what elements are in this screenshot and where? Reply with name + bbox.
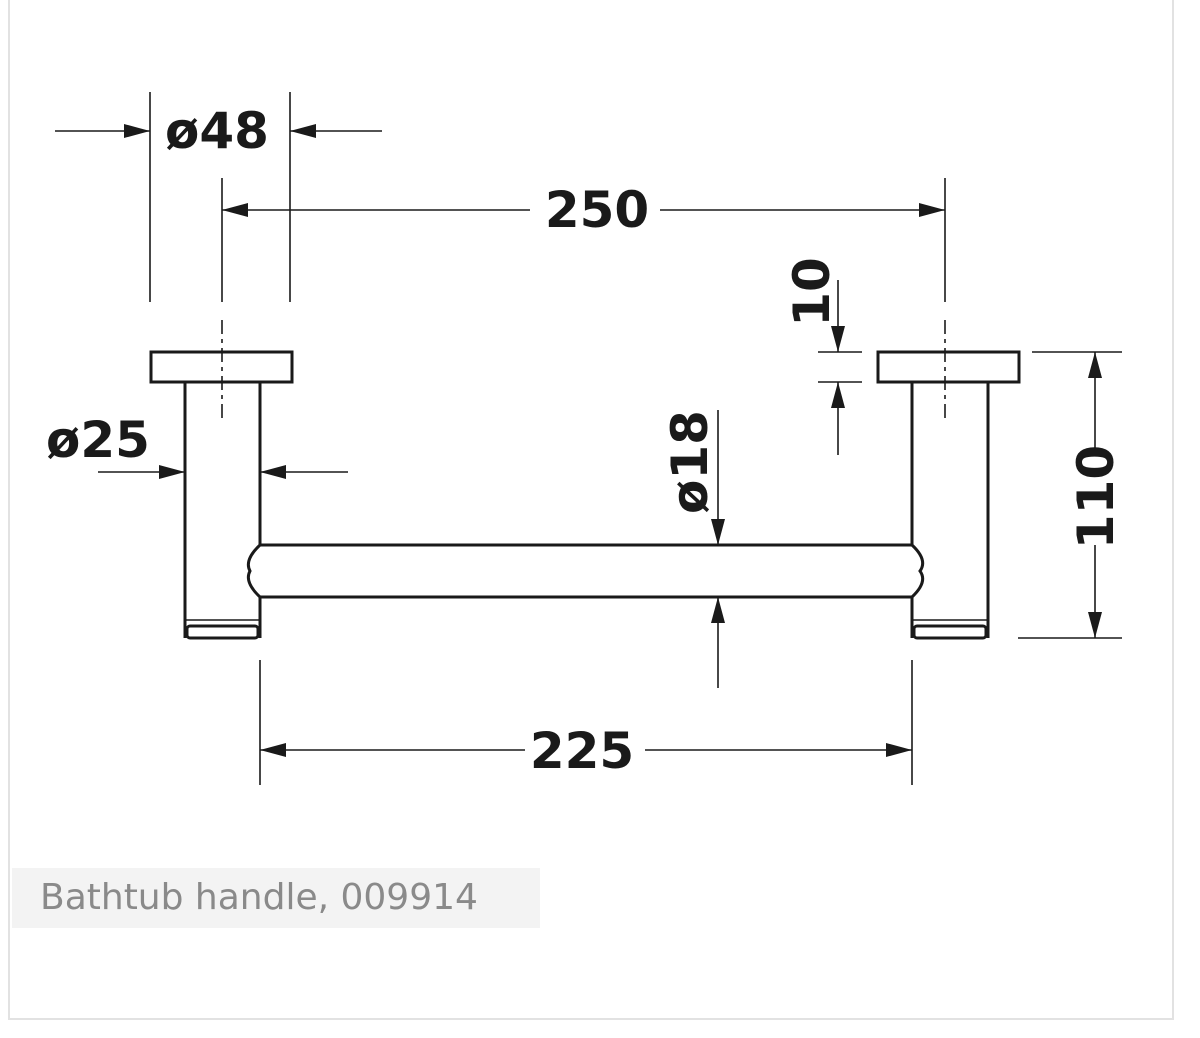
extension-lines [149,92,1122,785]
dim-cap-diameter: ø48 [165,102,269,160]
arrowheads [124,124,1102,757]
dim-depth: 110 [1067,445,1125,549]
caption: Bathtub handle, 009914 [12,868,540,928]
left-post [149,320,294,640]
dim-center-distance: 250 [545,181,649,239]
dim-cap-thickness: 10 [783,257,841,327]
dim-inner-width: 225 [530,722,634,780]
dim-post-diameter: ø25 [46,411,150,469]
handle-bar [246,543,925,599]
dim-bar-diameter: ø18 [661,410,719,514]
dimension-lines [55,130,1096,751]
right-post [876,320,1021,640]
drawing-frame [8,0,1174,1020]
